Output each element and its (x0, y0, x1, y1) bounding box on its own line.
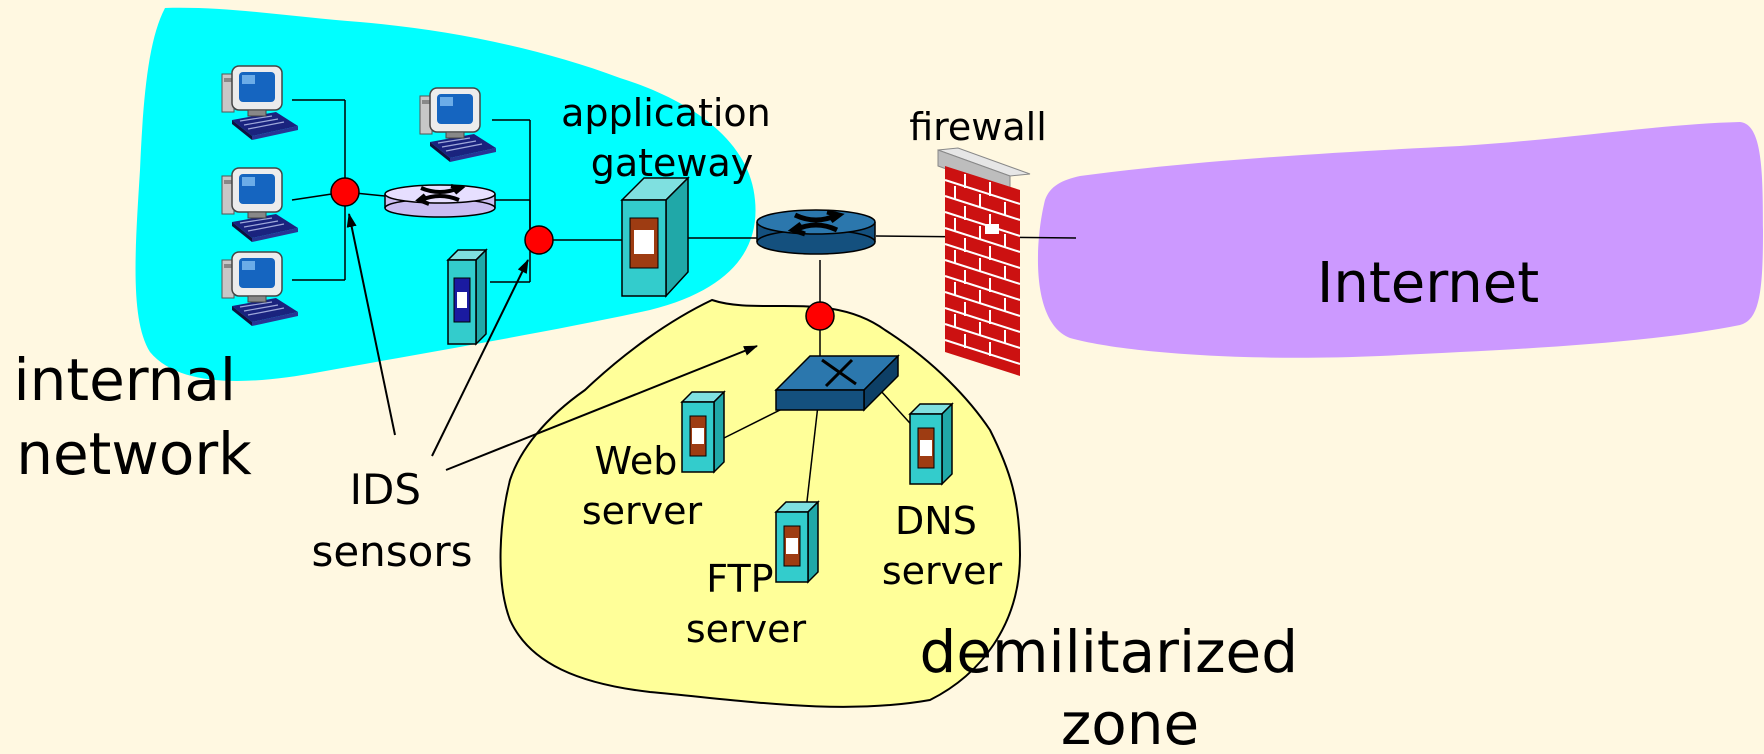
ftp-server-label: FTP server (686, 557, 807, 651)
ids-sensors-label: IDS sensors (311, 465, 472, 576)
internet-label: Internet (1317, 251, 1539, 316)
ethernet-switch-icon (774, 354, 900, 412)
dmz-label: demilitarized zone (920, 618, 1317, 754)
application-gateway-label: application gateway (561, 91, 783, 185)
ids-sensor-icon (330, 177, 835, 331)
application-gateway-icon (620, 176, 690, 298)
dns-server-label: DNS server (882, 499, 1003, 593)
internet-cloud (1037, 122, 1763, 358)
ids-arrows (346, 213, 758, 471)
router-icon (756, 209, 876, 255)
internal-network-label: internal network (14, 346, 255, 488)
network-links (291, 99, 1077, 511)
server-icon (446, 248, 488, 346)
firewall-label: firewall (909, 105, 1047, 149)
firewall-icon (937, 147, 1031, 376)
router-icon (383, 183, 497, 219)
server-icon (909, 403, 953, 485)
web-server-label: Web server (582, 439, 703, 533)
